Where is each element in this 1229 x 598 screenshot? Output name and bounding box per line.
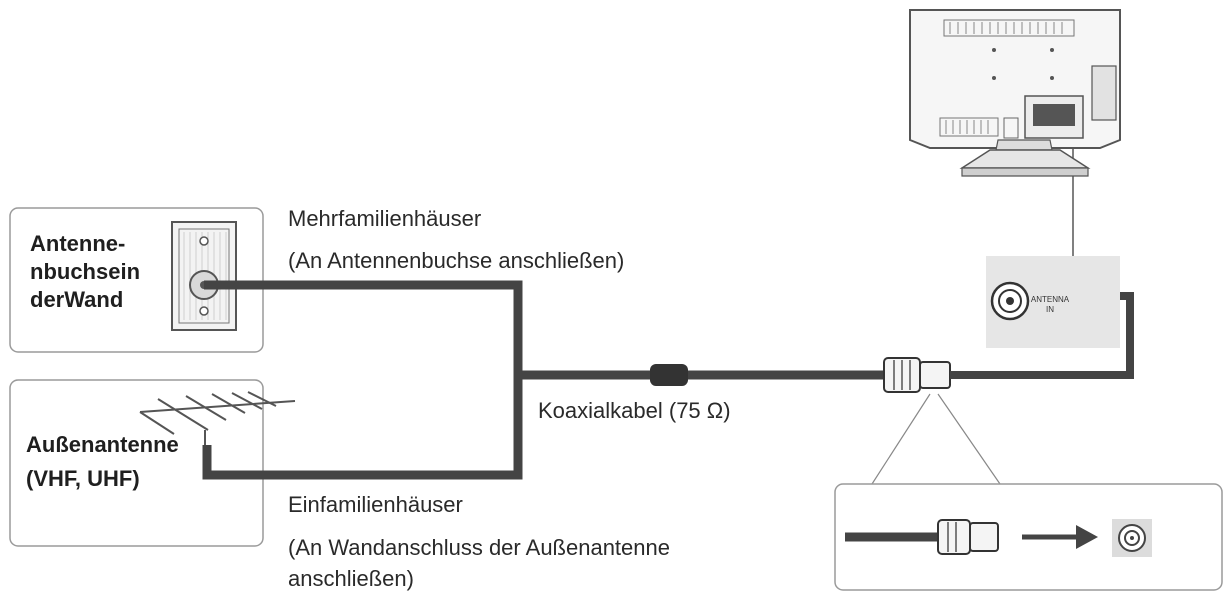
cable-ferrite [650,364,688,386]
cable-from-wall-socket [204,280,523,375]
cable-from-antenna [202,372,523,480]
multi-family-label: Mehrfamilienhäuser [288,206,482,231]
callout-line-left [871,393,931,485]
detail-plug-icon [937,519,999,555]
outdoor-antenna-title-line-1: Außenantenne [26,432,179,457]
antenna-icon [139,391,296,447]
single-family-label: Einfamilienhäuser [288,492,463,517]
wall-socket-title-line-3: derWand [30,287,124,312]
detail-arrow-icon [1076,525,1098,549]
multi-family-note: (An Antennenbuchse anschließen) [288,248,625,273]
coax-cable-label: Koaxialkabel (75 Ω) [538,398,731,423]
outdoor-antenna-box [9,379,264,547]
wall-socket-title-line-2: nbuchsein [30,259,141,284]
callout-line-right [937,393,1001,485]
wall-socket-title: Antenne- nbuchsein derWand [30,230,140,314]
single-family-note-line-2: anschließen) [288,566,414,591]
detail-socket-icon [1112,519,1152,557]
antenna-in-socket-icon [990,281,1030,321]
outdoor-antenna-title-line-2: (VHF, UHF) [26,466,140,491]
single-family-note-line-1: (An Wandanschluss der Außenantenne [288,535,670,560]
outdoor-antenna-title: Außenantenne (VHF, UHF) [26,428,179,496]
antenna-in-label: ANTENNA IN [1030,295,1070,315]
antenna-in-label-line-1: ANTENNA [1030,295,1070,304]
tv-back-icon [909,9,1121,177]
wall-plate-icon [171,221,237,331]
coax-plug-icon [883,357,951,393]
wall-socket-title-line-1: Antenne- [30,231,126,256]
antenna-in-label-line-2: IN [1046,305,1054,314]
